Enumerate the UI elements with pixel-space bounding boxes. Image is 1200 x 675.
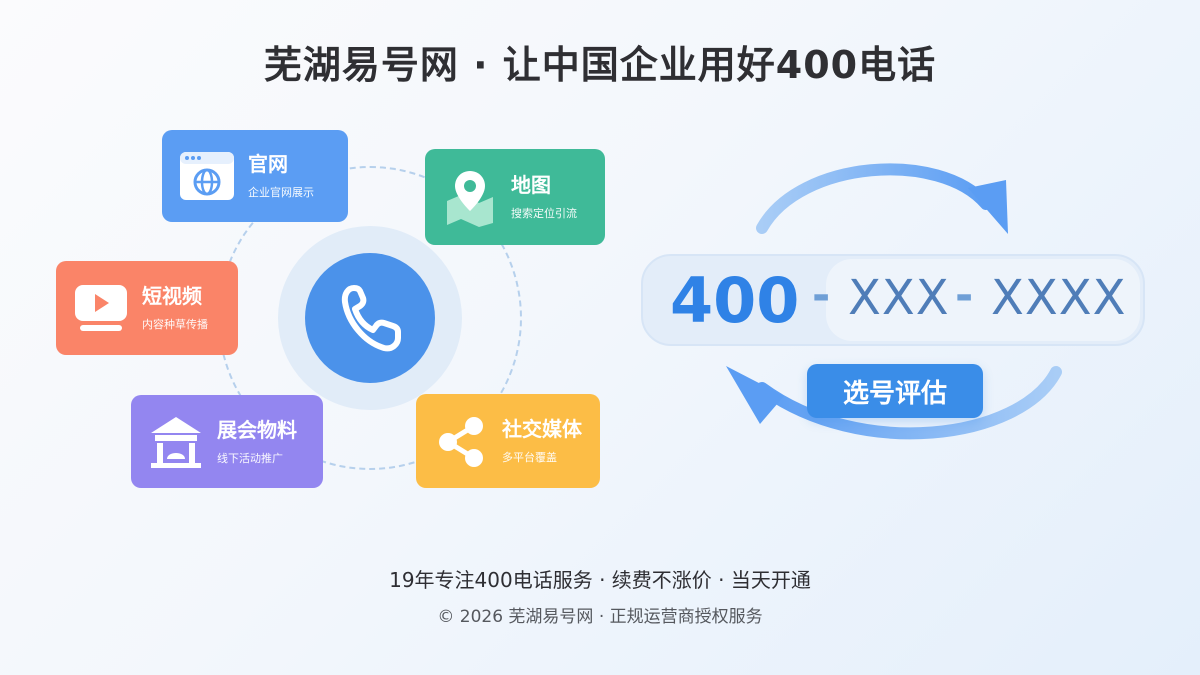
number-part2: XXXX (991, 270, 1127, 326)
map-pin-icon (439, 166, 501, 228)
copyright: © 2026 芜湖易号网 · 正规运营商授权服务 (437, 607, 763, 627)
channel-title: 官网 (248, 152, 288, 176)
channel-card-social: 社交媒体 多平台覆盖 (416, 394, 600, 488)
tagline: 19年专注400电话服务 · 续费不涨价 · 当天开通 (389, 568, 811, 592)
cycle-arrows-icon (726, 163, 1062, 440)
channel-subtitle: 多平台覆盖 (502, 451, 557, 464)
evaluate-number-button[interactable]: 选号评估 (807, 364, 983, 418)
channel-title: 地图 (511, 173, 551, 197)
number-separator: - (812, 270, 831, 321)
phone-icon (305, 253, 435, 383)
channel-subtitle: 线下活动推广 (217, 451, 283, 465)
channel-card-map: 地图 搜索定位引流 (425, 149, 605, 245)
number-bar-inner (826, 259, 1140, 341)
channel-card-expo: 展会物料 线下活动推广 (131, 395, 323, 488)
share-icon (430, 410, 492, 472)
browser-globe-icon (176, 145, 238, 207)
channel-subtitle: 搜索定位引流 (511, 207, 577, 220)
number-separator: - (955, 270, 974, 321)
channel-title: 短视频 (142, 284, 202, 308)
number-prefix: 400 (670, 264, 800, 337)
number-part1: XXX (848, 270, 950, 326)
channel-title: 展会物料 (217, 417, 297, 442)
page-title: 芜湖易号网 · 让中国企业用好400电话 (263, 43, 937, 87)
channel-subtitle: 内容种草传播 (142, 318, 208, 331)
channel-card-video: 短视频 内容种草传播 (56, 261, 238, 355)
channel-card-site: 官网 企业官网展示 (162, 130, 348, 222)
channel-subtitle: 企业官网展示 (248, 186, 314, 199)
video-play-icon (70, 277, 132, 339)
booth-icon (145, 411, 207, 473)
channel-title: 社交媒体 (502, 417, 582, 441)
